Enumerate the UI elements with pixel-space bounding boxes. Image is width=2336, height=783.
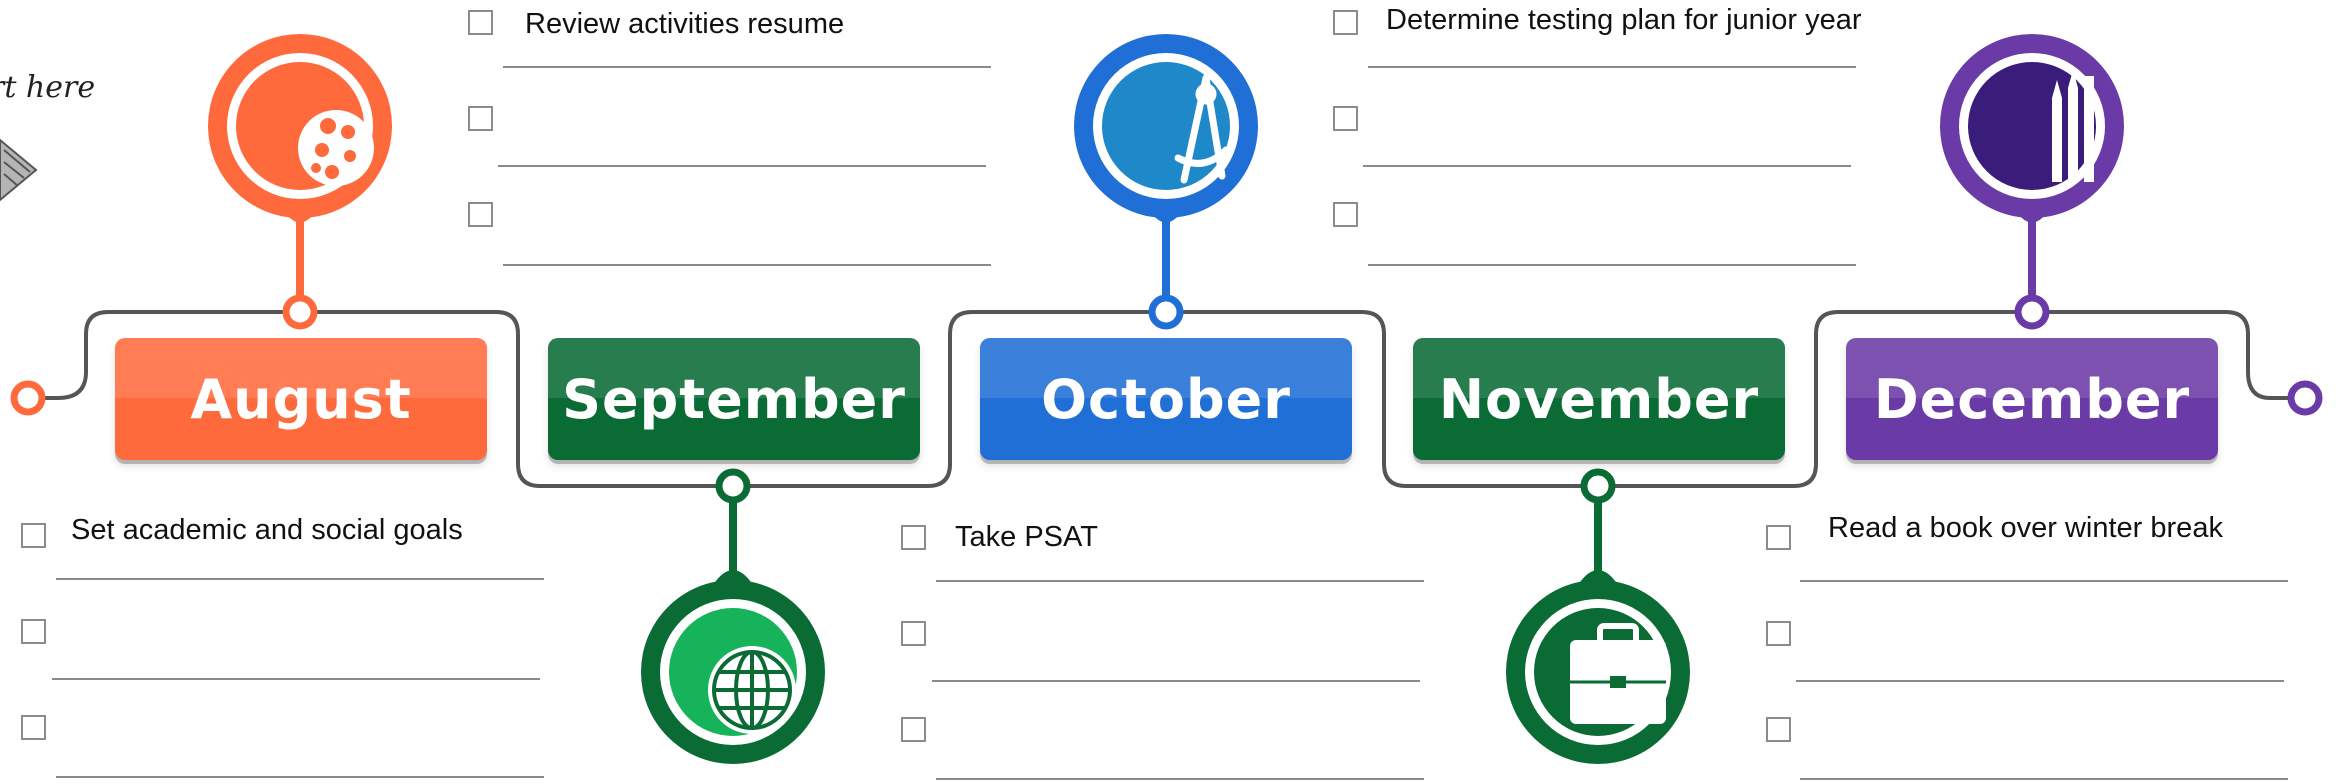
december-pin [1940,34,2124,330]
task-checkbox[interactable] [901,621,926,646]
task-line [932,680,1420,682]
task-text: Set academic and social goals [71,514,463,546]
task-checkbox[interactable] [1766,621,1791,646]
task-line [1800,580,2288,582]
task-line [1363,165,1851,167]
task-checkbox[interactable] [1333,10,1358,35]
month-september: September [548,338,920,460]
month-november: November [1413,338,1785,460]
arrow-doodle-icon [0,138,38,202]
task-line [1368,66,1856,68]
task-checkbox[interactable] [901,717,926,742]
task-line [503,264,991,266]
task-line [56,578,544,580]
october-pin [1074,34,1258,330]
timeline-start-node [10,380,46,416]
task-line [1796,680,2284,682]
task-checkbox[interactable] [468,202,493,227]
task-checkbox[interactable] [1333,202,1358,227]
script-annotation: rt here [0,70,96,105]
task-checkbox[interactable] [1766,525,1791,550]
september-pin [641,468,825,764]
task-line [498,165,986,167]
task-text: Read a book over winter break [1828,512,2223,544]
month-label: August [190,367,412,431]
task-line [936,778,1424,780]
task-line [56,776,544,778]
november-pin [1506,468,1690,764]
task-checkbox[interactable] [21,523,46,548]
month-label: September [562,367,906,431]
task-checkbox[interactable] [468,10,493,35]
task-text: Review activities resume [525,8,845,40]
task-line [1368,264,1856,266]
month-label: October [1041,367,1291,431]
task-line [1800,778,2288,780]
task-checkbox[interactable] [21,715,46,740]
month-label: December [1873,367,2191,431]
task-checkbox[interactable] [21,619,46,644]
task-checkbox[interactable] [1333,106,1358,131]
task-checkbox[interactable] [468,106,493,131]
month-october: October [980,338,1352,460]
task-text: Determine testing plan for junior year [1386,4,1862,36]
month-label: November [1438,367,1760,431]
august-pin [208,34,392,330]
task-line [52,678,540,680]
task-checkbox[interactable] [1766,717,1791,742]
month-december: December [1846,338,2218,460]
timeline-end-node [2287,380,2323,416]
month-august: August [115,338,487,460]
task-text: Take PSAT [955,521,1098,553]
task-line [936,580,1424,582]
task-line [503,66,991,68]
task-checkbox[interactable] [901,525,926,550]
